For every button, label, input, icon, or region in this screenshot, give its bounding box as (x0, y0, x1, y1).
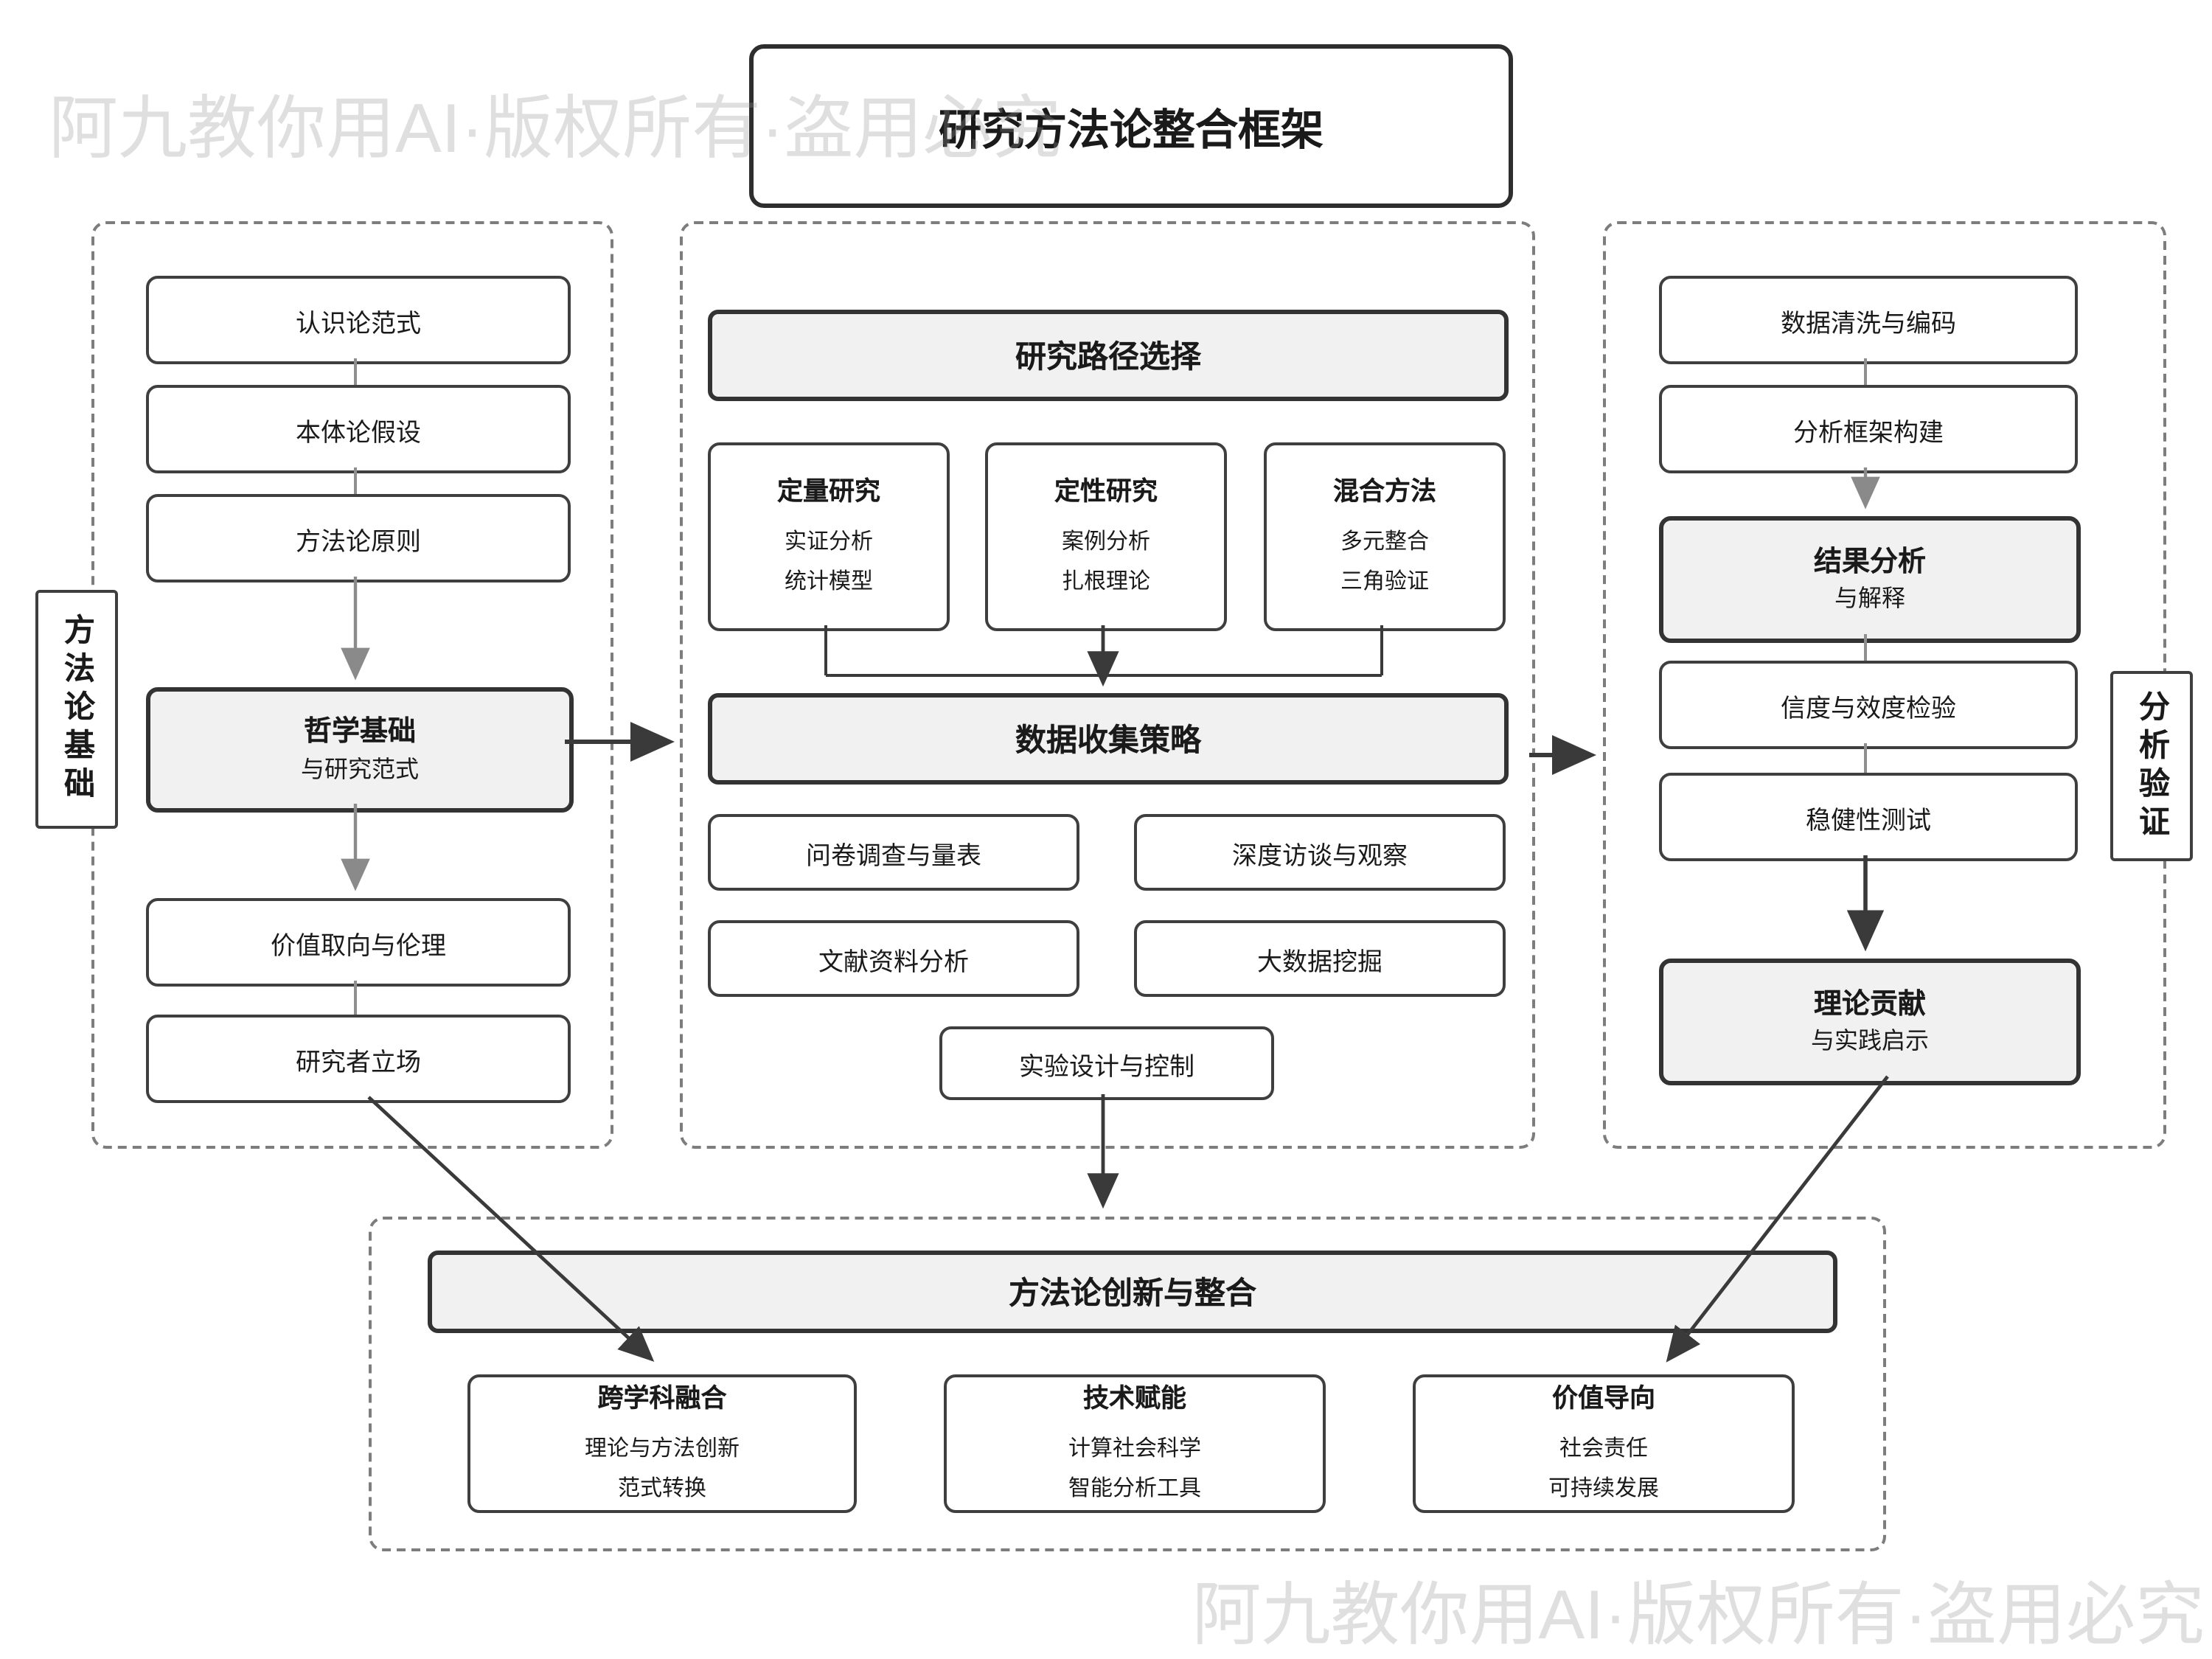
right-group-label: 分析验证 (2110, 671, 2193, 861)
right-group-label-text: 分析验证 (2135, 689, 2169, 843)
node-theoretical-contribution: 理论贡献 与实践启示 (1659, 959, 2081, 1085)
node-questionnaire-scale: 问卷调查与量表 (708, 814, 1079, 891)
group-methodology-innovation (369, 1217, 1886, 1551)
node-ontology-assumption: 本体论假设 (146, 385, 571, 473)
card-value-orientation: 价值导向 社会责任 可持续发展 (1413, 1374, 1795, 1513)
node-researcher-stance: 研究者立场 (146, 1015, 571, 1103)
header-label: 数据收集策略 (1015, 724, 1201, 758)
diagram-title-box: 研究方法论整合框架 (749, 44, 1513, 208)
node-label: 信度与效度检验 (1781, 694, 1956, 722)
left-group-label: 方法论基础 (35, 590, 118, 829)
node-literature-analysis: 文献资料分析 (708, 920, 1079, 997)
node-big-data-mining: 大数据挖掘 (1134, 920, 1506, 997)
card-title: 跨学科融合 (597, 1383, 727, 1413)
node-label: 数据清洗与编码 (1781, 309, 1956, 337)
node-analysis-framework: 分析框架构建 (1659, 385, 2078, 473)
node-methodology-principle: 方法论原则 (146, 494, 571, 582)
node-label: 稳健性测试 (1806, 806, 1931, 834)
node-result-analysis: 结果分析 与解释 (1659, 516, 2081, 643)
group-research-process (680, 221, 1535, 1149)
node-subtitle: 与研究范式 (300, 757, 419, 783)
card-line: 实证分析 (784, 529, 873, 555)
node-label: 大数据挖掘 (1257, 947, 1382, 975)
node-data-cleaning-coding: 数据清洗与编码 (1659, 276, 2078, 364)
node-robustness-test: 稳健性测试 (1659, 773, 2078, 861)
card-title: 混合方法 (1333, 476, 1436, 507)
node-interview-observation: 深度访谈与观察 (1134, 814, 1506, 891)
header-label: 方法论创新与整合 (1009, 1277, 1256, 1311)
card-line: 可持续发展 (1548, 1475, 1659, 1500)
card-line: 扎根理论 (1061, 568, 1150, 594)
card-title: 定量研究 (777, 476, 880, 507)
left-group-label-text: 方法论基础 (60, 613, 94, 805)
node-label: 本体论假设 (296, 418, 421, 446)
node-label: 分析框架构建 (1793, 418, 1944, 446)
card-line: 计算社会科学 (1068, 1436, 1201, 1462)
node-experiment-design-control: 实验设计与控制 (939, 1026, 1274, 1100)
card-title: 价值导向 (1552, 1383, 1655, 1413)
card-line: 理论与方法创新 (584, 1436, 740, 1462)
node-title: 哲学基础 (303, 717, 416, 748)
card-line: 统计模型 (784, 568, 873, 594)
card-line: 三角验证 (1340, 568, 1429, 594)
node-label: 实验设计与控制 (1019, 1052, 1194, 1080)
card-line: 多元整合 (1340, 529, 1429, 555)
card-quantitative-research: 定量研究 实证分析 统计模型 (708, 442, 950, 631)
diagram-title: 研究方法论整合框架 (938, 107, 1324, 154)
node-label: 深度访谈与观察 (1232, 841, 1408, 869)
node-reliability-validity: 信度与效度检验 (1659, 661, 2078, 749)
card-title: 技术赋能 (1083, 1383, 1186, 1413)
node-subtitle: 与实践启示 (1810, 1029, 1929, 1055)
header-label: 研究路径选择 (1015, 341, 1201, 375)
node-value-ethics: 价值取向与伦理 (146, 898, 571, 987)
header-research-path-selection: 研究路径选择 (708, 310, 1509, 401)
watermark-bottom: 阿九教你用AI·版权所有·盗用必究 (1192, 1575, 2205, 1653)
card-line: 社会责任 (1559, 1436, 1648, 1462)
card-mixed-methods: 混合方法 多元整合 三角验证 (1264, 442, 1506, 631)
card-line: 范式转换 (617, 1475, 706, 1500)
card-technology-empowerment: 技术赋能 计算社会科学 智能分析工具 (944, 1374, 1326, 1513)
node-label: 认识论范式 (296, 309, 421, 337)
node-epistemology-paradigm: 认识论范式 (146, 276, 571, 364)
card-line: 案例分析 (1061, 529, 1150, 555)
node-label: 方法论原则 (296, 527, 421, 555)
card-interdisciplinary-integration: 跨学科融合 理论与方法创新 范式转换 (467, 1374, 857, 1513)
node-title: 理论贡献 (1813, 989, 1926, 1020)
node-subtitle: 与解释 (1834, 587, 1905, 613)
header-methodology-innovation: 方法论创新与整合 (428, 1251, 1837, 1333)
node-label: 研究者立场 (296, 1048, 421, 1076)
node-label: 文献资料分析 (818, 947, 969, 975)
node-label: 问卷调查与量表 (806, 841, 981, 869)
node-title: 结果分析 (1813, 546, 1926, 578)
node-label: 价值取向与伦理 (271, 931, 446, 959)
header-data-collection-strategy: 数据收集策略 (708, 693, 1509, 785)
card-qualitative-research: 定性研究 案例分析 扎根理论 (985, 442, 1227, 631)
node-philosophical-foundation: 哲学基础 与研究范式 (146, 687, 574, 813)
card-title: 定性研究 (1054, 476, 1158, 507)
card-line: 智能分析工具 (1068, 1475, 1201, 1500)
